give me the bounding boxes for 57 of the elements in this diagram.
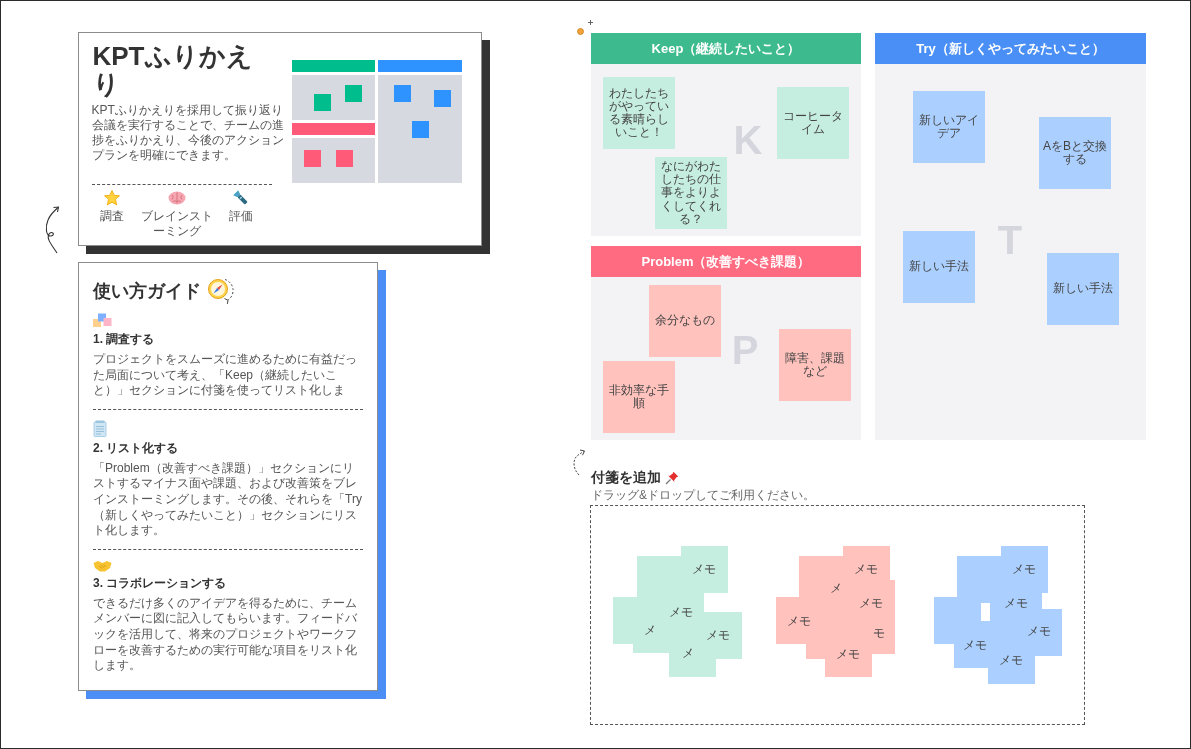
sticky-text: メモ — [963, 639, 987, 651]
sticky-text: メモ — [787, 615, 811, 627]
sticky-note — [903, 231, 975, 303]
instruction-text: ドラッグ&ドロップしてご利用ください。 — [591, 487, 815, 504]
sticky-text: メモ — [706, 629, 730, 641]
card-title: KPTふりかえり — [92, 41, 254, 99]
step-text: できるだけ多くのアイデアを得るために、チームメンバーに図に記入してもらいます。フィードバックを活用して、将来のプロジェクトやワークフローを改善するための実行可能な項目をリスト化します。 — [93, 595, 358, 674]
sticky-note — [913, 91, 985, 163]
step-text: プロジェクトをスムーズに進めるために有益だった局面について考え、「Keep（継続したいこと）」セクションに付箋を使ってリスト化しま — [93, 352, 358, 399]
sticky-text: コーヒータイム — [782, 109, 844, 137]
sticky-text: 新しい手法 — [1053, 282, 1113, 296]
board-section — [875, 33, 1146, 440]
section-header: Try（新しくやってみたいこと） — [875, 33, 1146, 64]
sticky-text: AをBと交換する — [1042, 139, 1108, 167]
step-heading: 1. 調査する — [93, 331, 156, 348]
icon-caption: 調査 — [98, 208, 125, 224]
icon-caption: 評価 — [227, 208, 254, 224]
guide-card — [78, 262, 378, 691]
sticky-text: 余分なもの — [655, 314, 715, 328]
sticky-text: メモ — [836, 648, 860, 660]
sticky-text: メモ — [1012, 563, 1036, 575]
sticky-note — [1047, 253, 1119, 325]
sticky-note — [603, 77, 675, 149]
guide-title: 使い方ガイド — [93, 280, 201, 303]
section-title: 付箋を追加 — [591, 469, 661, 487]
sticky-text: 非効率な手順 — [608, 383, 670, 411]
sticky-note — [603, 361, 675, 433]
sticky-text: モ — [873, 627, 885, 639]
sticky-text: 新しいアイデア — [918, 113, 980, 141]
sticky-text: メモ — [1027, 625, 1051, 637]
icon-caption: ブレインストーミング — [139, 208, 214, 239]
sticky-note — [649, 285, 721, 357]
sticky-text: わたしたちがやっている素晴らしいこと！ — [608, 86, 670, 140]
sticky-text: なにがわたしたちの仕事をよりよくしてくれる？ — [660, 160, 722, 226]
sticky-note — [1039, 117, 1111, 189]
sticky-text: メモ — [669, 606, 693, 618]
sticky-note — [779, 329, 851, 401]
step-text: 「Problem（改善すべき課題）」セクションにリストするマイナス面や課題、および改善策をブレインストーミングします。その後、それらを「Try（新しくやってみたいこと）」セクションにリスト化します。 — [93, 460, 363, 539]
step-heading: 3. コラボレーションする — [93, 574, 228, 592]
step-heading: 2. リスト化する — [93, 439, 180, 457]
section-header: Keep（継続したいこと） — [591, 33, 861, 64]
board-section — [591, 33, 861, 236]
card-description: KPTふりかえりを採用して振り返り会議を実行することで、チームの進捗をふりかえり、今後のアクションプランを明確にできます。 — [91, 102, 285, 163]
sticky-text: メモ — [1004, 597, 1028, 609]
sticky-text: メ — [682, 647, 694, 659]
sticky-text: メモ — [692, 563, 716, 575]
board-section — [591, 246, 861, 440]
sticky-text: メモ — [999, 654, 1023, 666]
sticky-text: メモ — [854, 563, 878, 575]
sticky-text: メ — [830, 582, 842, 594]
info-card — [78, 32, 482, 246]
sticky-text: メモ — [859, 597, 883, 609]
sticky-text: 障害、課題など — [784, 351, 846, 379]
section-header: Problem（改善すべき課題） — [591, 246, 861, 277]
sticky-note — [777, 87, 849, 159]
sticky-text: 新しい手法 — [909, 260, 969, 274]
sticky-text: メ — [644, 624, 656, 636]
